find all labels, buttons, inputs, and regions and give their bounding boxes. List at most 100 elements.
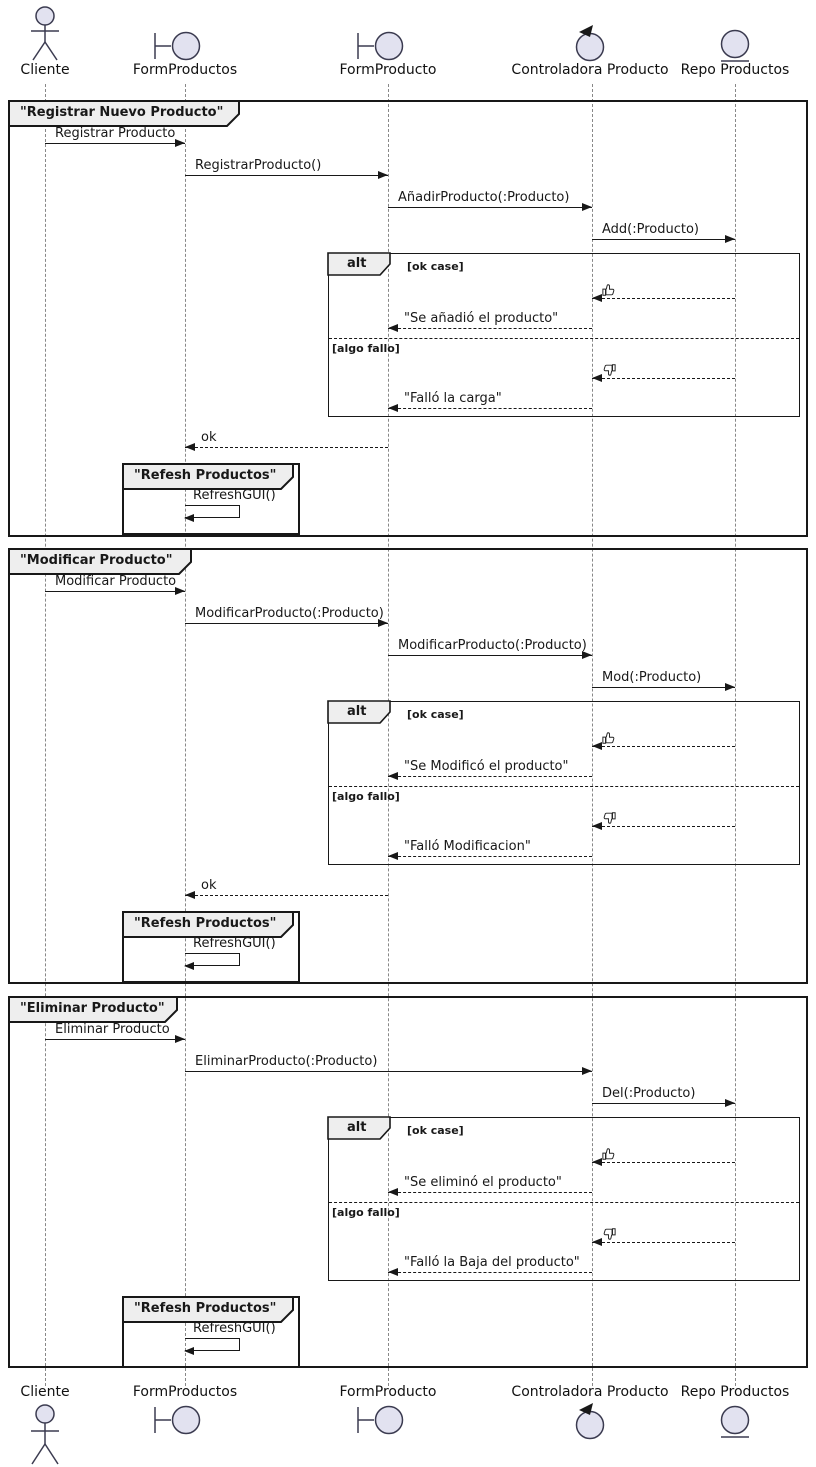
message-registrarproducto-call: RegistrarProducto()	[185, 158, 388, 179]
message-label: RefreshGUI()	[193, 1321, 276, 1336]
arrowhead-icon	[388, 772, 398, 780]
participant-label: FormProductos	[132, 1384, 238, 1400]
boundary-icon	[154, 31, 201, 61]
message-anadirproducto-call: AñadirProducto(:Producto)	[388, 190, 592, 211]
participant-label: FormProducto	[339, 62, 437, 78]
message-label: Eliminar Producto	[55, 1022, 170, 1037]
guard-ok: [ok case]	[407, 260, 464, 273]
arrowhead-icon	[388, 1268, 398, 1276]
arrowhead-icon	[388, 324, 398, 332]
arrowhead-icon	[592, 374, 602, 382]
arrowhead-icon	[175, 1035, 185, 1043]
message-label: "Falló Modificacion"	[404, 839, 531, 854]
actor-icon	[31, 6, 59, 61]
arrowhead-icon	[388, 404, 398, 412]
message-label: AñadirProducto(:Producto)	[398, 190, 570, 205]
participant-label: FormProducto	[339, 1384, 437, 1400]
arrowhead-icon	[185, 891, 195, 899]
guard-ok: [ok case]	[407, 708, 464, 721]
message-modificarproducto-ctrl: ModificarProducto(:Producto)	[388, 638, 592, 659]
arrowhead-icon	[592, 1158, 602, 1166]
lifeline-formproducto	[388, 84, 389, 1386]
message-fallo-modificacion: "Falló Modificacion"	[388, 839, 592, 860]
message-eliminarproducto-call: EliminarProducto(:Producto)	[185, 1054, 592, 1075]
message-repo-ok-reply	[592, 284, 735, 302]
alt-fragment-modificar: alt [ok case] [algo fallo]	[327, 700, 800, 865]
message-label: Del(:Producto)	[602, 1086, 696, 1101]
message-label: ok	[201, 430, 217, 445]
arrowhead-icon	[592, 742, 602, 750]
message-label: "Falló la carga"	[404, 391, 502, 406]
alt-divider	[329, 786, 799, 787]
frame-title-tab	[122, 911, 294, 938]
control-icon	[575, 25, 605, 62]
message-fallo-baja: "Falló la Baja del producto"	[388, 1255, 592, 1276]
arrowhead-icon	[388, 852, 398, 860]
message-label: "Falló la Baja del producto"	[404, 1255, 580, 1270]
lifeline-cliente	[45, 84, 46, 1386]
participant-label: Cliente	[20, 1384, 70, 1400]
frame-title-tab	[8, 100, 240, 127]
frame-title: "Registrar Nuevo Producto"	[20, 105, 224, 120]
arrowhead-icon	[175, 139, 185, 147]
message-label: "Se añadió el producto"	[404, 311, 559, 326]
guard-ok: [ok case]	[407, 1124, 464, 1137]
participant-label: Controladora Producto	[511, 1384, 669, 1400]
message-label: "Se eliminó el producto"	[404, 1175, 562, 1190]
message-repo-fail-reply	[592, 1228, 735, 1246]
message-repo-fail-reply	[592, 364, 735, 382]
arrowhead-icon	[592, 1238, 602, 1246]
message-registrar-producto: Registrar Producto	[45, 126, 185, 147]
arrowhead-icon	[582, 1067, 592, 1075]
lifeline-formproductos	[185, 84, 186, 1386]
alt-operator-tab	[327, 252, 392, 277]
message-eliminar-producto: Eliminar Producto	[45, 1022, 185, 1043]
alt-fragment-registrar: alt [ok case] [algo fallo]	[327, 252, 800, 417]
frame-title-tab	[8, 996, 178, 1023]
message-label: ModificarProducto(:Producto)	[398, 638, 587, 653]
message-label: RefreshGUI()	[193, 936, 276, 951]
thumbs-up-icon	[602, 1148, 615, 1160]
frame-refresh-1: "Refesh Productos"	[122, 463, 300, 535]
boundary-icon	[357, 31, 404, 61]
alt-divider	[329, 1202, 799, 1203]
frame-registrar: "Registrar Nuevo Producto"	[8, 100, 808, 537]
alt-operator-tab	[327, 700, 392, 725]
message-ok-return: ok	[185, 878, 388, 899]
participant-label: Controladora Producto	[511, 62, 669, 78]
message-label: RegistrarProducto()	[195, 158, 322, 173]
message-label: Add(:Producto)	[602, 222, 700, 237]
actor-icon	[31, 1404, 59, 1465]
arrowhead-icon	[184, 514, 194, 522]
frame-title: "Eliminar Producto"	[20, 1001, 165, 1016]
message-label: ok	[201, 878, 217, 893]
arrowhead-icon	[592, 822, 602, 830]
alt-operator: alt	[347, 256, 367, 271]
message-se-modifico: "Se Modificó el producto"	[388, 759, 592, 780]
guard-fail: [algo fallo]	[332, 1206, 400, 1219]
self-message-refreshgui-3: RefreshGUI()	[184, 1321, 276, 1355]
message-del-call: Del(:Producto)	[592, 1086, 735, 1107]
participant-label: Repo Productos	[680, 1384, 790, 1400]
message-label: ModificarProducto(:Producto)	[195, 606, 384, 621]
control-icon	[575, 1403, 605, 1440]
message-repo-ok-reply	[592, 732, 735, 750]
message-label: Modificar Producto	[55, 574, 177, 589]
frame-eliminar: "Eliminar Producto"	[8, 996, 808, 1368]
arrowhead-icon	[175, 587, 185, 595]
thumbs-up-icon	[602, 284, 615, 296]
arrowhead-icon	[378, 171, 388, 179]
self-message-refreshgui-2: RefreshGUI()	[184, 936, 276, 970]
participant-label: Repo Productos	[680, 62, 790, 78]
frame-refresh-3: "Refesh Productos"	[122, 1296, 300, 1368]
alt-operator: alt	[347, 1120, 367, 1135]
message-label: "Se Modificó el producto"	[404, 759, 569, 774]
guard-fail: [algo fallo]	[332, 790, 400, 803]
message-ok-return: ok	[185, 430, 388, 451]
self-message-refreshgui-1: RefreshGUI()	[184, 488, 276, 522]
frame-title: "Refesh Productos"	[134, 1301, 277, 1316]
thumbs-up-icon	[602, 732, 615, 744]
frame-title: "Modificar Producto"	[20, 553, 173, 568]
arrowhead-icon	[725, 1099, 735, 1107]
